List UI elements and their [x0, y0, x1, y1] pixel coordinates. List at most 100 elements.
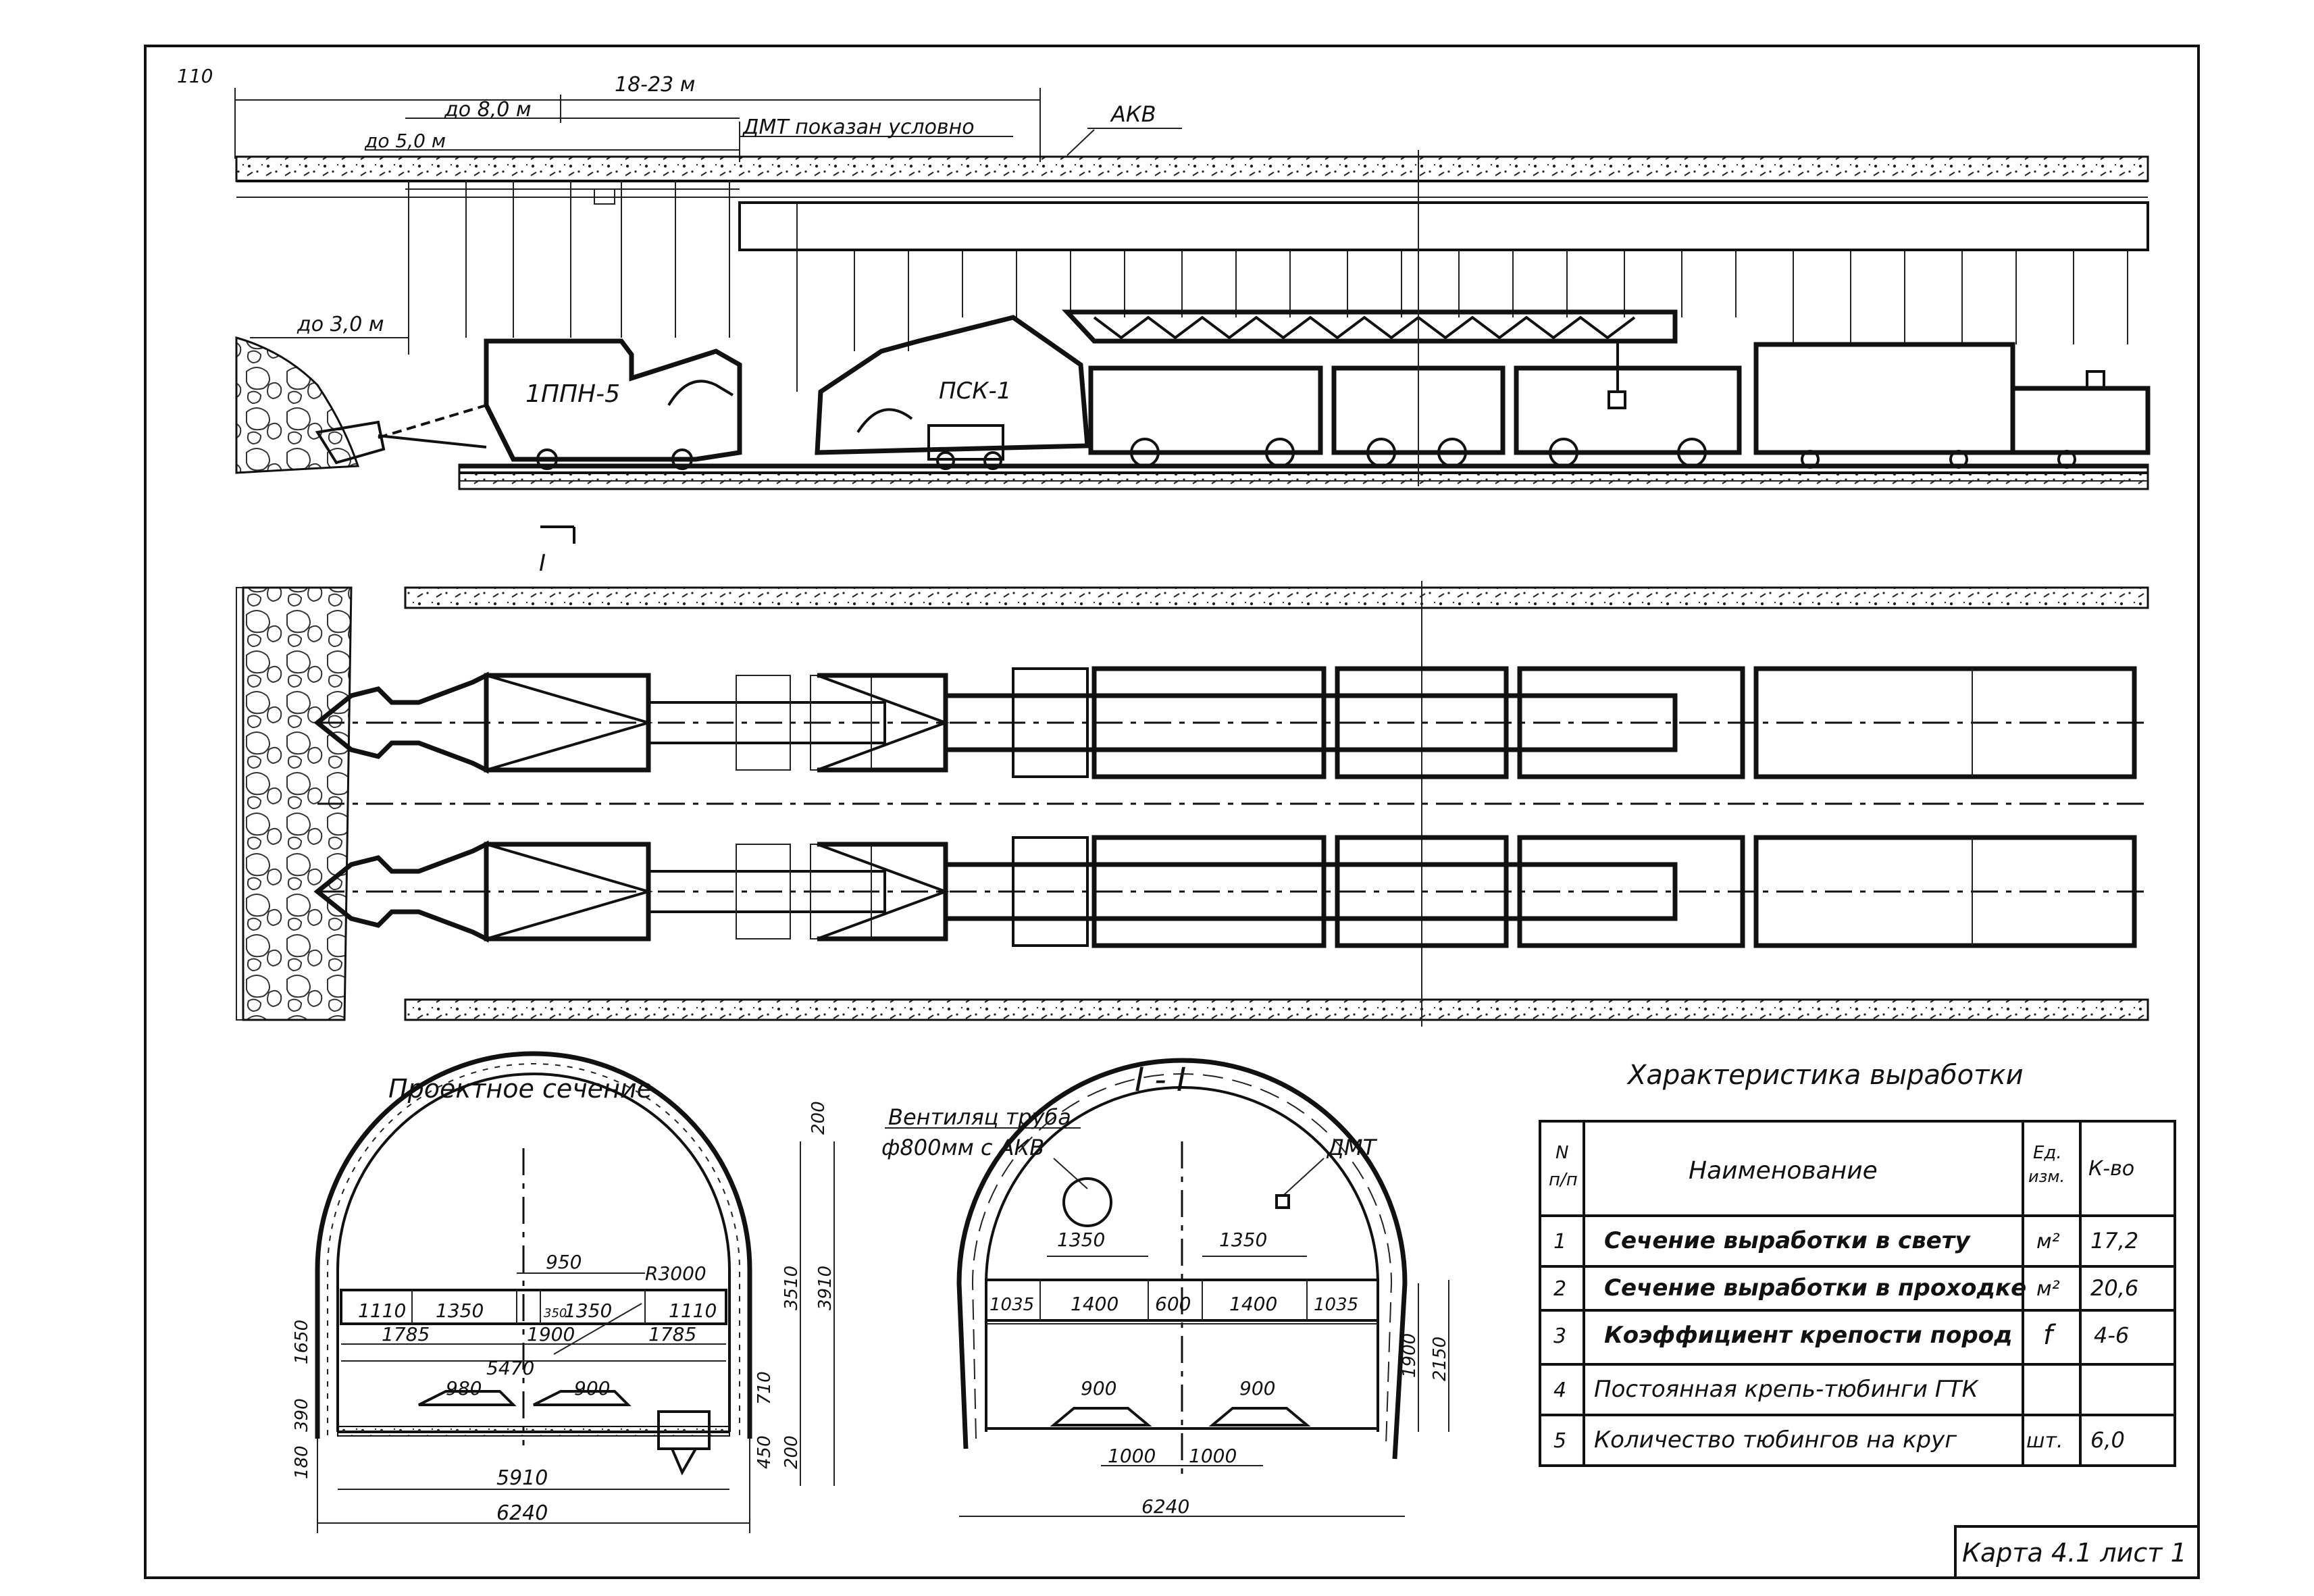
conveyor-label: ПСК-1 — [939, 378, 1011, 405]
section-mark: I — [539, 550, 546, 577]
dim-980: 980 — [446, 1377, 482, 1399]
header-num-2: п/п — [1549, 1170, 1578, 1190]
design-section-lining-inner — [336, 1073, 731, 1432]
table-row: 4 Постоянная крепь-тюбинги ГТК — [1553, 1376, 1979, 1403]
longitudinal-section: 18-23 м до 8,0 м до 5,0 м ДМТ показан ус… — [234, 73, 2151, 577]
table-row: 3 Коэффициент крепости пород f 4-6 — [1553, 1320, 2129, 1351]
dim-5470: 5470 — [486, 1357, 534, 1379]
design-section-lining-outer — [315, 1051, 752, 1439]
section-I-I: I - I Вентиляц труба ф800мм с АКВ ДМТ 13… — [881, 1058, 1450, 1518]
table-row: 5 Количество тюбингов на круг шт. 6,0 — [1553, 1426, 2125, 1453]
table-row: 2 Сечение выработки в проходке м² 20,6 — [1553, 1275, 2138, 1302]
characteristics-title: Характеристика выработки — [1626, 1060, 2024, 1091]
dim-1035-b: 1035 — [1314, 1295, 1358, 1315]
dim-180: 180 — [292, 1445, 312, 1479]
tubing-rings — [408, 181, 2128, 392]
row-num: 3 — [1553, 1324, 1566, 1348]
roof-strata — [235, 155, 2149, 182]
header-num-1: N — [1555, 1143, 1568, 1163]
dim-5910: 5910 — [496, 1466, 548, 1490]
dim-1400-b: 1400 — [1229, 1293, 1277, 1315]
row-num: 4 — [1553, 1379, 1566, 1402]
plan-bottom-wall — [404, 998, 2149, 1021]
vent-pipe-label-2: ф800мм с АКВ — [881, 1135, 1044, 1160]
dim-6240: 6240 — [496, 1501, 548, 1525]
dim-350: 350 — [544, 1306, 567, 1320]
loader-label: 1ППН-5 — [525, 380, 620, 408]
row-name: Сечение выработки в свету — [1604, 1227, 1971, 1254]
plan-train-lower — [313, 835, 2137, 948]
wagons — [1088, 342, 2151, 469]
dim-1000-b: 1000 — [1189, 1445, 1237, 1467]
sheet-frame — [144, 45, 2200, 1579]
floor-strata — [458, 463, 2149, 490]
dim-1400-a: 1400 — [1071, 1293, 1119, 1315]
dim-200-bottom: 200 — [781, 1435, 802, 1469]
dimension-lines-top — [234, 88, 1182, 162]
dim-1785-right: 1785 — [648, 1323, 696, 1345]
conveyor-psk1 — [815, 315, 1090, 470]
ring-inner — [985, 1086, 1379, 1432]
page-number: 110 — [177, 65, 213, 87]
plan-train-upper — [313, 666, 2137, 779]
row-unit: м² — [2036, 1277, 2060, 1301]
dim-up-to-8m: до 8,0 м — [444, 98, 532, 122]
plan-rock-face — [242, 586, 353, 1021]
dim-r3000: R3000 — [645, 1262, 706, 1285]
dim-total-length: 18-23 м — [615, 73, 695, 97]
header-unit-2: изм. — [2028, 1167, 2065, 1186]
dim-600: 600 — [1155, 1293, 1191, 1315]
vent-duct — [738, 201, 2149, 251]
row-name: Коэффициент крепости пород — [1604, 1322, 2013, 1349]
dim-900: 900 — [574, 1377, 610, 1399]
sheet-stamp: Карта 4.1 лист 1 — [1954, 1525, 2200, 1579]
table-row: 1 Сечение выработки в свету м² 17,2 — [1553, 1227, 2138, 1254]
dim-390: 390 — [292, 1398, 312, 1432]
belt-truss — [1061, 309, 1678, 409]
dim-1110-right: 1110 — [669, 1299, 717, 1322]
dim-900-a: 900 — [1081, 1377, 1116, 1399]
row-qty: 6,0 — [2090, 1427, 2125, 1453]
dim-900-b: 900 — [1239, 1377, 1275, 1399]
dim-1035-a: 1035 — [989, 1295, 1034, 1315]
characteristics-table: Характеристика выработки N п/п Наименова… — [1539, 1060, 2176, 1467]
header-qty: К-во — [2088, 1157, 2134, 1181]
row-num: 2 — [1553, 1277, 1566, 1301]
row-num: 1 — [1553, 1230, 1566, 1254]
dim-200-top: 200 — [808, 1101, 829, 1135]
plan-view — [236, 581, 2149, 1027]
row-name: Сечение выработки в проходке — [1604, 1275, 2026, 1302]
clearance-box-I — [985, 1279, 1379, 1322]
dim-1350-left: 1350 — [436, 1299, 484, 1322]
plan-top-wall — [404, 586, 2149, 609]
header-name: Наименование — [1689, 1157, 1878, 1185]
row-unit: f — [2043, 1320, 2057, 1351]
dim-710: 710 — [754, 1371, 775, 1405]
dim-450: 450 — [754, 1435, 775, 1469]
row-qty: 20,6 — [2090, 1275, 2138, 1301]
dim-950: 950 — [546, 1251, 582, 1273]
dim-1900-I: 1900 — [1399, 1333, 1420, 1378]
dim-3910: 3910 — [815, 1266, 835, 1310]
header-unit-1: Ед. — [2033, 1143, 2062, 1163]
vent-pipe — [1062, 1177, 1112, 1227]
dim-1350-b: 1350 — [1219, 1229, 1267, 1251]
row-name: Постоянная крепь-тюбинги ГТК — [1594, 1376, 1979, 1403]
section-I-I-title: I - I — [1135, 1061, 1186, 1099]
dim-up-to-3m: до 3,0 м — [297, 313, 384, 336]
dim-1785-left: 1785 — [382, 1323, 430, 1345]
dim-1350-right: 1350 — [564, 1299, 612, 1322]
design-section-title: Проектное сечение — [388, 1074, 652, 1104]
loader-1ppn5 — [315, 338, 742, 470]
clearance-box — [340, 1289, 727, 1325]
ring-outer — [956, 1058, 1408, 1460]
dim-1900: 1900 — [527, 1323, 575, 1345]
dim-up-to-5m: до 5,0 м — [364, 130, 446, 152]
dim-2150: 2150 — [1430, 1337, 1450, 1381]
rock-face — [235, 336, 360, 474]
dim-3510: 3510 — [781, 1266, 802, 1310]
row-num: 5 — [1553, 1429, 1566, 1453]
akv-label: АКВ — [1110, 101, 1156, 127]
dmt-note: ДМТ показан условно — [742, 115, 975, 139]
dim-1350-a: 1350 — [1057, 1229, 1105, 1251]
